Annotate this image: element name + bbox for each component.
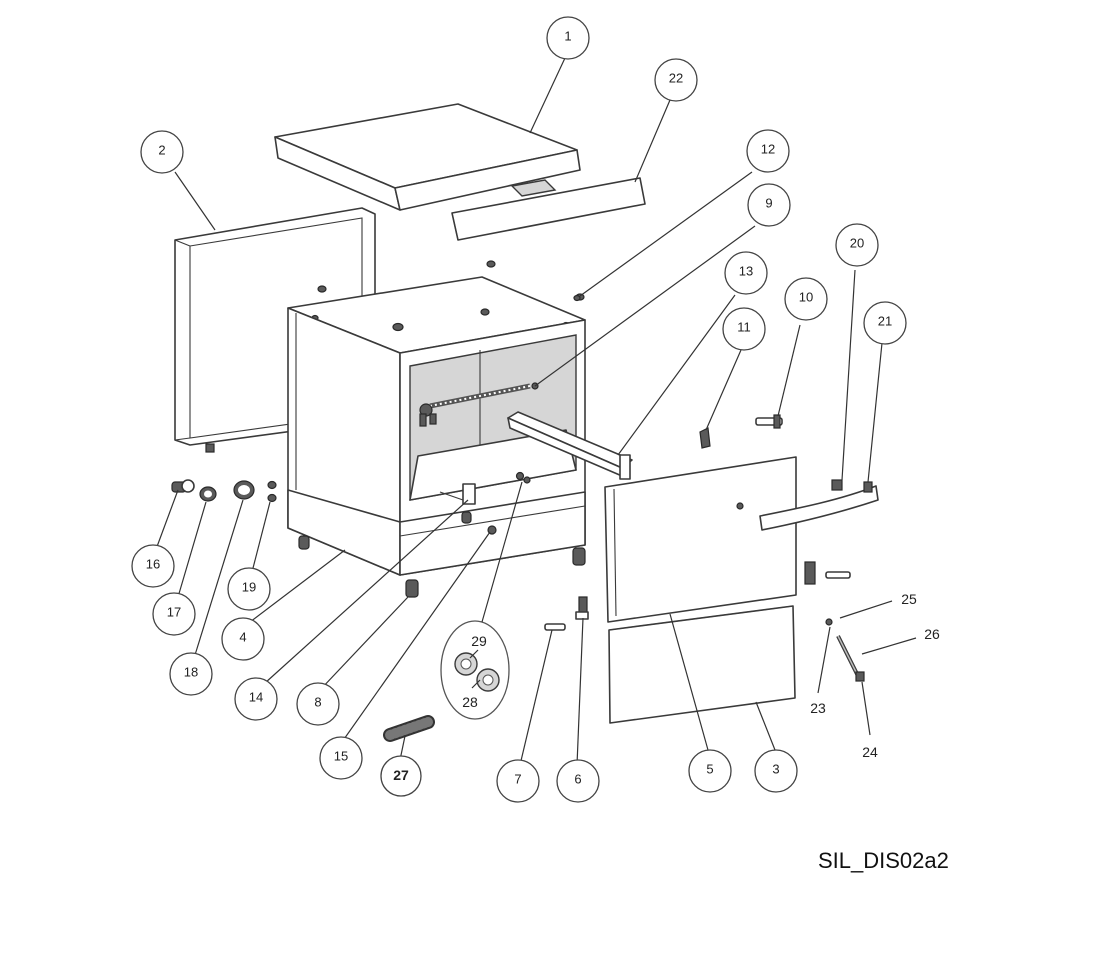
callout-26-label: 26 (924, 626, 940, 642)
callout-label: 14 (249, 690, 263, 705)
spring-hardware-parts (825, 618, 865, 682)
callout-9: 9 (747, 183, 791, 227)
callout-8: 8 (296, 682, 340, 726)
callout-label: 13 (739, 264, 753, 279)
callout-label: 12 (761, 142, 775, 157)
callout-16: 16 (131, 544, 175, 588)
callout-label: 10 (799, 290, 813, 305)
callout-15: 15 (319, 736, 363, 780)
callout-10: 10 (784, 277, 828, 321)
callout-13: 13 (724, 251, 768, 295)
callout-5: 5 (688, 749, 732, 793)
drain-hose-part (383, 715, 435, 742)
door-handle-part (759, 479, 879, 531)
screw-12-part (573, 294, 581, 302)
callout-label: 21 (878, 314, 892, 329)
callout-1: 1 (546, 16, 590, 60)
callout-label: 3 (772, 762, 779, 777)
callout-25-label: 25 (901, 591, 917, 607)
callout-label: 19 (242, 580, 256, 595)
callout-24-label: 24 (862, 744, 878, 760)
callout-label: 18 (184, 665, 198, 680)
callout-17: 17 (152, 592, 196, 636)
callout-18: 18 (169, 652, 213, 696)
callout-label: 6 (574, 772, 581, 787)
callout-29-label: 29 (471, 633, 487, 649)
callout-label: 1 (564, 29, 571, 44)
callout-2: 2 (140, 130, 184, 174)
fitting-11-part (699, 427, 711, 449)
detail-oval (440, 620, 510, 720)
drawing-code-label: SIL_DIS02a2 (818, 848, 949, 873)
callout-28-label: 28 (462, 694, 478, 710)
callout-label: 8 (314, 695, 321, 710)
callout-6: 6 (556, 759, 600, 803)
hinge-parts (544, 561, 851, 631)
callout-22: 22 (654, 58, 698, 102)
callout-23-label: 23 (810, 700, 826, 716)
pin-10-part (755, 414, 783, 429)
callout-label: 22 (669, 71, 683, 86)
inner-bracket-part (439, 471, 531, 505)
callout-label: 5 (706, 762, 713, 777)
front-top-panel-part (451, 177, 646, 241)
callout-4: 4 (221, 617, 265, 661)
callout-label: 17 (167, 605, 181, 620)
door-part (604, 456, 797, 623)
callout-label: 16 (146, 557, 160, 572)
callout-label: 27 (393, 767, 409, 783)
callout-20: 20 (835, 223, 879, 267)
callout-label: 11 (737, 320, 751, 335)
callout-27: 27 (380, 755, 422, 797)
callout-label: 20 (850, 236, 864, 251)
rack-rail-part (507, 411, 633, 480)
callout-label: 4 (239, 630, 246, 645)
cabinet-body-part (287, 276, 586, 598)
leader-lines (154, 57, 917, 766)
callout-label: 7 (514, 772, 521, 787)
fittings-left-parts (171, 479, 277, 503)
callout-3: 3 (754, 749, 798, 793)
callout-11: 11 (722, 307, 766, 351)
top-cover-part (274, 103, 581, 211)
callout-14: 14 (234, 677, 278, 721)
callout-label: 9 (765, 196, 772, 211)
callout-19: 19 (227, 567, 271, 611)
callout-label: 15 (334, 749, 348, 764)
callout-12: 12 (746, 129, 790, 173)
wash-arm-part (419, 382, 539, 427)
kick-panel-part (608, 605, 796, 724)
callout-21: 21 (863, 301, 907, 345)
callout-7: 7 (496, 759, 540, 803)
callout-label: 2 (158, 143, 165, 158)
